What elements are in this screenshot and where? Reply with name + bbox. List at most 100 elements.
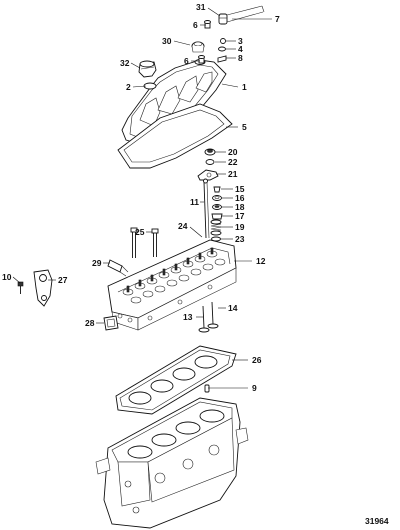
callout-22: 22 (215, 157, 238, 167)
head-bolt-left (130, 227, 138, 258)
callout-21: 21 (216, 169, 238, 179)
fitting-8 (217, 55, 227, 63)
callout-number: 29 (92, 258, 102, 268)
callout-7: 7 (232, 14, 280, 24)
callout-14: 14 (218, 303, 238, 313)
callout-17: 17 (221, 211, 245, 221)
head-bolt-right (151, 228, 159, 257)
callout-number: 23 (235, 234, 245, 244)
callout-6: 6 (184, 56, 200, 66)
callout-9: 9 (208, 383, 257, 393)
leader-line (207, 7, 221, 17)
callout-28: 28 (85, 318, 104, 328)
callout-number: 27 (58, 275, 68, 285)
callout-number: 6 (193, 20, 198, 30)
leader-line (12, 276, 21, 284)
leader-line (130, 62, 141, 69)
callout-number: 24 (178, 221, 188, 231)
ball-22 (205, 159, 215, 165)
nut-20 (204, 148, 216, 156)
callout-number: 17 (235, 211, 245, 221)
cylinder-block (95, 397, 249, 529)
valve-rocker-studs (122, 247, 226, 304)
callout-number: 12 (256, 256, 266, 266)
breather-hose (226, 5, 265, 23)
pcv-valve (218, 13, 228, 25)
callout-12: 12 (234, 256, 266, 266)
dowel-pin (204, 384, 210, 393)
callout-number: 21 (228, 169, 238, 179)
washer-4 (218, 46, 226, 52)
callout-8: 8 (226, 53, 243, 63)
shield-17 (211, 213, 223, 220)
callout-23: 23 (220, 234, 245, 244)
callout-2: 2 (126, 82, 147, 92)
callout-number: 5 (242, 122, 247, 132)
callout-30: 30 (162, 36, 191, 46)
callout-number: 32 (120, 58, 130, 68)
callout-number: 6 (184, 56, 189, 66)
callout-31: 31 (196, 2, 221, 17)
valve-spring-19 (210, 219, 222, 236)
callout-number: 20 (228, 147, 238, 157)
callout-29: 29 (92, 258, 110, 268)
retainer-16 (212, 195, 222, 201)
exhaust-valve (207, 301, 219, 329)
callout-number: 26 (252, 355, 262, 365)
callout-number: 16 (235, 193, 245, 203)
callout-number: 14 (228, 303, 238, 313)
callout-number: 19 (235, 222, 245, 232)
callout-number: 10 (2, 272, 12, 282)
leader-line (189, 226, 203, 238)
oil-fill-cap (138, 60, 157, 78)
callout-20: 20 (215, 147, 238, 157)
bracket-bolt (17, 281, 24, 294)
callout-number: 8 (238, 53, 243, 63)
leader-line (132, 85, 147, 88)
callout-26: 26 (232, 355, 262, 365)
leader-line (221, 83, 239, 88)
callout-number: 3 (238, 36, 243, 46)
callout-layer: 1234566789101112131415161718192021222324… (2, 2, 280, 393)
valve-cover-gasket (117, 103, 233, 169)
pushrod (203, 178, 210, 239)
valve-cover (121, 59, 227, 145)
fitting-3 (220, 38, 226, 44)
callout-number: 30 (162, 36, 172, 46)
head-gasket (115, 345, 237, 415)
callout-4: 4 (226, 44, 243, 54)
callout-27: 27 (48, 275, 68, 285)
callout-number: 2 (126, 82, 131, 92)
callout-6: 6 (193, 20, 206, 30)
callout-16: 16 (221, 193, 245, 203)
cover-screw-lower (198, 55, 205, 64)
callout-5: 5 (226, 122, 247, 132)
cover-screw-upper (204, 20, 211, 29)
callout-18: 18 (221, 202, 245, 212)
grommet (191, 41, 205, 53)
callout-25: 25 (135, 227, 152, 237)
lifting-bracket (33, 269, 53, 307)
callout-number: 9 (252, 383, 257, 393)
drawing-number: 31964 (365, 516, 389, 526)
callout-number: 25 (135, 227, 145, 237)
callout-1: 1 (221, 82, 247, 92)
leader-line (173, 40, 191, 46)
callout-3: 3 (226, 36, 243, 46)
valve-lock-15 (213, 186, 221, 193)
callout-number: 18 (235, 202, 245, 212)
cover-plate-gasket (103, 315, 119, 331)
callout-number: 4 (238, 44, 243, 54)
callout-15: 15 (221, 184, 245, 194)
callout-number: 22 (228, 157, 238, 167)
callout-number: 1 (242, 82, 247, 92)
callout-number: 7 (275, 14, 280, 24)
temperature-sender (107, 259, 129, 277)
callout-number: 31 (196, 2, 206, 12)
callout-19: 19 (220, 222, 245, 232)
callout-number: 15 (235, 184, 245, 194)
callout-32: 32 (120, 58, 141, 69)
callout-number: 13 (183, 312, 193, 322)
callout-10: 10 (2, 272, 21, 284)
